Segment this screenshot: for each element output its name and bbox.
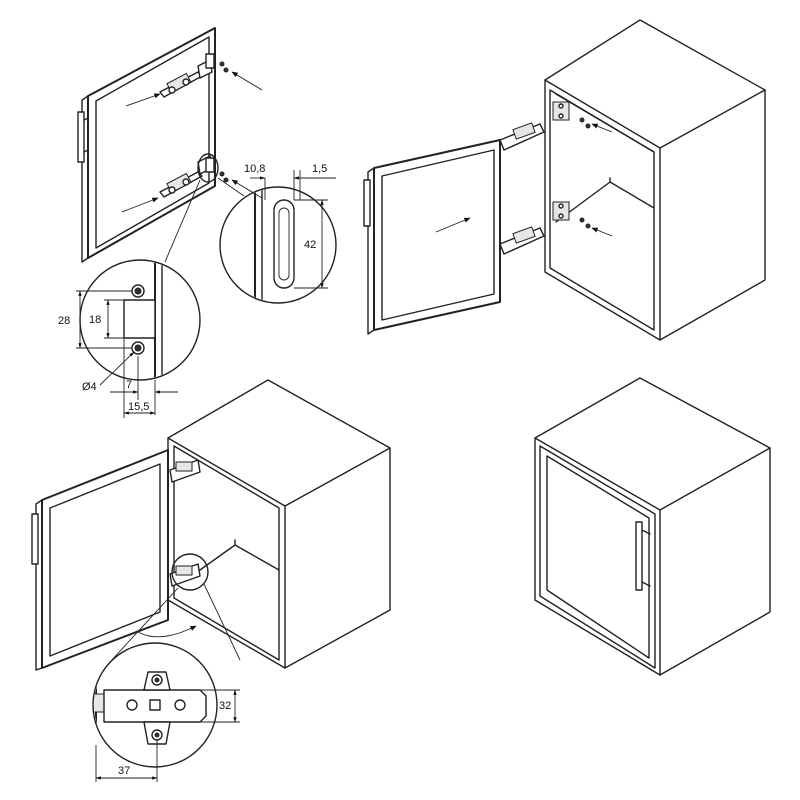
door-handle-icon bbox=[31, 513, 39, 565]
hinge-icon bbox=[159, 59, 213, 98]
hinge-icon bbox=[169, 563, 201, 587]
dimension-label: 10,8 bbox=[244, 163, 265, 175]
dimension-label: 15,5 bbox=[128, 401, 149, 413]
hinge-icon bbox=[169, 459, 201, 483]
hinge-icon bbox=[159, 155, 213, 198]
direction-arrow-icon bbox=[231, 71, 263, 91]
dimension-label: Ø4 bbox=[82, 381, 97, 393]
dimension-label: 18 bbox=[89, 314, 101, 326]
hinge-icon bbox=[499, 122, 545, 151]
dimension-label: 32 bbox=[219, 700, 231, 712]
step1-door-with-hinges bbox=[77, 27, 263, 263]
detail-hinge-cup: 10,8 1,5 42 bbox=[219, 163, 337, 304]
step3-door-mounted bbox=[31, 379, 391, 671]
dimension-label: 42 bbox=[304, 239, 316, 251]
detail-mounting-plate: 32 37 bbox=[92, 642, 240, 782]
step4-closed-cabinet bbox=[534, 377, 771, 676]
direction-arrow-icon bbox=[591, 227, 613, 237]
swing-arrow-icon bbox=[137, 625, 197, 638]
hinge-icon bbox=[499, 226, 545, 255]
direction-arrow-icon bbox=[435, 217, 471, 233]
mounting-plate-icon bbox=[552, 101, 570, 121]
direction-arrow-icon bbox=[125, 93, 161, 107]
door-handle-icon bbox=[77, 111, 89, 163]
dimension-label: 37 bbox=[118, 765, 130, 777]
dimension-label: 7 bbox=[126, 379, 132, 391]
step2-door-and-cabinet bbox=[363, 19, 766, 341]
direction-arrow-icon bbox=[231, 179, 263, 199]
dimension-label: 28 bbox=[58, 315, 70, 327]
direction-arrow-icon bbox=[121, 197, 159, 213]
direction-arrow-icon bbox=[591, 123, 613, 133]
door-handle-icon bbox=[363, 179, 371, 227]
door-handle-icon bbox=[635, 521, 651, 591]
mounting-plate-icon bbox=[552, 201, 570, 221]
detail-drill-positions: 28 18 Ø4 7 15,5 bbox=[58, 259, 201, 418]
dimension-label: 1,5 bbox=[312, 163, 327, 175]
